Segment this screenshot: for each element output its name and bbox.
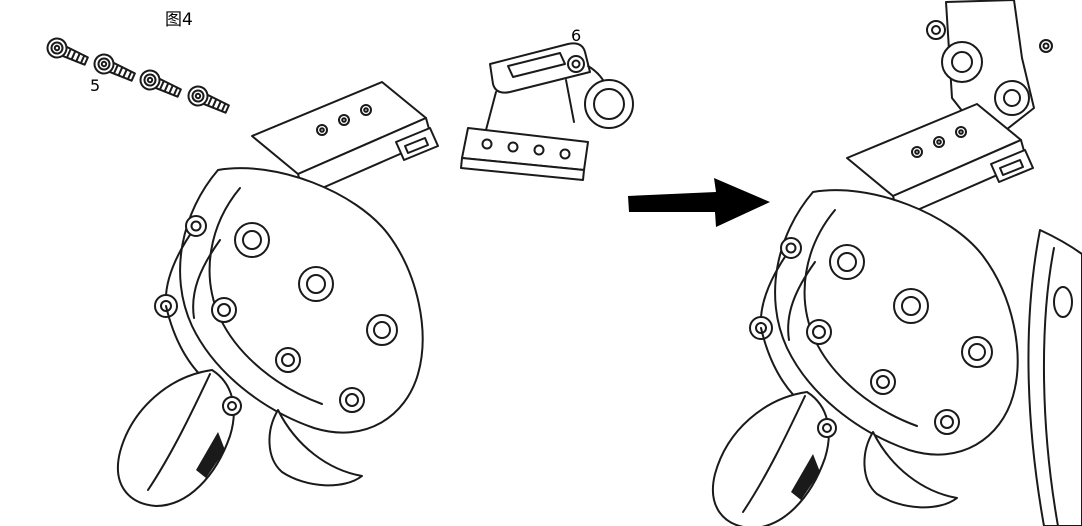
- gripper-installed-illustration: [711, 103, 1034, 526]
- figure-title: 图4: [165, 10, 193, 30]
- callout-label-screws: 5: [90, 76, 101, 95]
- mounting-bracket-illustration: [460, 42, 634, 181]
- gripper-before-illustration: [116, 81, 440, 507]
- assembly-arrow-icon: [628, 178, 770, 227]
- callout-label-bracket: 6: [571, 26, 582, 45]
- socket-screws-illustration: [43, 34, 233, 119]
- robot-arm-illustration: [926, 0, 1082, 526]
